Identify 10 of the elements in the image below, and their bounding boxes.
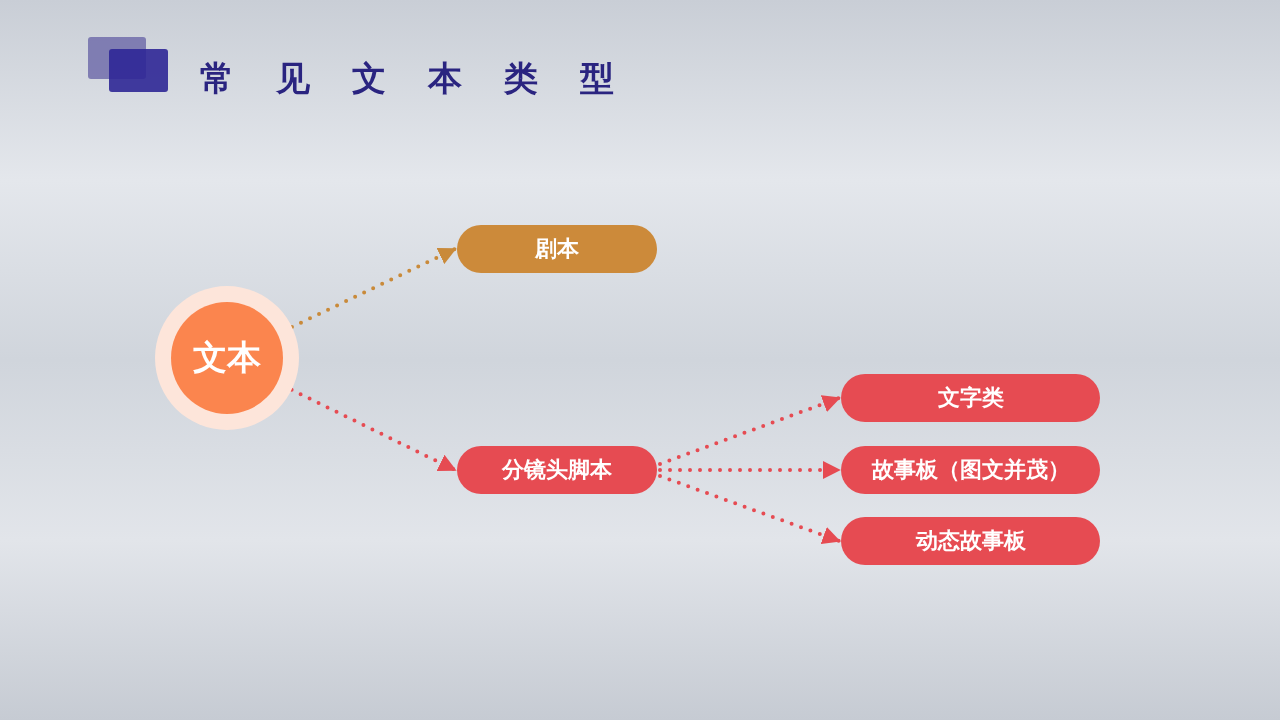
dotted-arrow xyxy=(658,461,841,479)
slide-title: 常见文本类型 xyxy=(200,57,656,100)
dotted-arrow xyxy=(658,474,841,544)
category-pill: 分镜头脚本 xyxy=(457,446,657,494)
dotted-arrow xyxy=(289,387,457,472)
dotted-arrow xyxy=(658,395,841,466)
category-pill: 故事板（图文并茂） xyxy=(841,446,1100,494)
category-pill: 文字类 xyxy=(841,374,1100,422)
category-pill: 剧本 xyxy=(457,225,657,273)
category-pill: 动态故事板 xyxy=(841,517,1100,565)
